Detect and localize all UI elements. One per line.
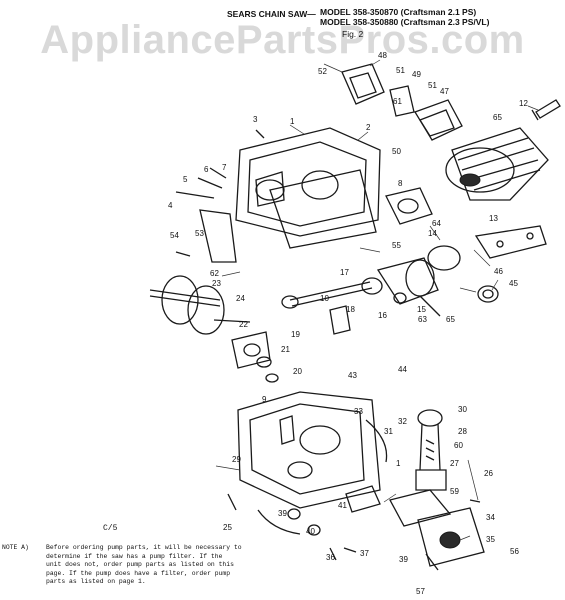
callout-number: 32 (398, 417, 407, 426)
model-line-1: MODEL 358-350870 (Craftsman 2.1 PS) (320, 7, 477, 17)
callout-number: 39 (278, 509, 287, 518)
callout-number: 55 (392, 241, 401, 250)
model-line-2: MODEL 358-350880 (Craftsman 2.3 PS/VL) (320, 17, 490, 27)
callout-number: 41 (338, 501, 347, 510)
callout-number: 22 (239, 320, 248, 329)
callout-number: 46 (494, 267, 503, 276)
callout-number: 61 (393, 97, 402, 106)
callout-number: 65 (493, 113, 502, 122)
piston-rod (281, 245, 499, 317)
seals (231, 331, 279, 383)
callout-number: 35 (486, 535, 495, 544)
callout-number: 13 (489, 214, 498, 223)
callout-number: 10 (320, 294, 329, 303)
callout-number: 7 (222, 163, 227, 172)
callout-number: 53 (195, 229, 204, 238)
callout-number: 1 (290, 117, 295, 126)
note-line: unit does not, order pump parts as liste… (46, 561, 234, 569)
intake-plate (474, 225, 547, 259)
figure-label: Fig. 2 (342, 29, 364, 39)
callout-number: 20 (293, 367, 302, 376)
callout-number: 4 (168, 201, 173, 210)
lower-left-parts (227, 485, 381, 561)
note-line: page. If the pump does have a filter, or… (46, 569, 231, 577)
callout-number: 33 (354, 407, 363, 416)
leader-lines (215, 59, 539, 541)
callout-number: 50 (392, 147, 401, 156)
callout-number: 39 (399, 555, 408, 564)
callout-number: 19 (291, 330, 300, 339)
callout-number: 59 (450, 487, 459, 496)
callout-number: 48 (378, 51, 387, 60)
lower-crankcase (237, 391, 381, 509)
note-line: determine if the saw has a pump filter. … (46, 552, 223, 560)
callout-number: 12 (519, 99, 528, 108)
callout-number: 6 (204, 165, 209, 174)
gasket (269, 169, 377, 249)
callout-number: 52 (318, 67, 327, 76)
oil-line (365, 419, 388, 463)
bracket (175, 209, 237, 263)
callout-number: 44 (398, 365, 407, 374)
spark-plug (531, 99, 561, 121)
callout-number: 40 (306, 527, 315, 536)
watermark-text: AppliancePartsPros.com (40, 18, 525, 62)
callout-number: 30 (458, 405, 467, 414)
callout-number: 36 (326, 553, 335, 562)
callout-number: 31 (384, 427, 393, 436)
callout-number: 29 (232, 455, 241, 464)
callout-number: 8 (398, 179, 403, 188)
callout-number: 28 (458, 427, 467, 436)
callout-number: 23 (212, 279, 221, 288)
callout-number: 62 (210, 269, 219, 278)
callout-number: 63 (418, 315, 427, 324)
callout-number: 16 (378, 311, 387, 320)
callout-number: 14 (428, 229, 437, 238)
oil-pump-parts (389, 409, 485, 571)
callout-number: 3 (253, 115, 258, 124)
page-code: C/5 (103, 524, 118, 533)
callout-number: 27 (450, 459, 459, 468)
callout-number: 26 (484, 469, 493, 478)
callout-number: 57 (416, 587, 425, 596)
cylinder (445, 127, 549, 201)
note-label: NOTE A) (2, 544, 29, 551)
callout-number: 25 (223, 523, 232, 532)
brand-label: SEARS CHAIN SAW— (227, 9, 316, 19)
callout-number: 51 (396, 66, 405, 75)
callout-number: 34 (486, 513, 495, 522)
callout-number: 9 (262, 395, 267, 404)
callout-number: 43 (348, 371, 357, 380)
bearing (329, 305, 351, 335)
note-line: parts as listed on page 1. (46, 578, 146, 586)
callout-number: 21 (281, 345, 290, 354)
callout-number: 60 (454, 441, 463, 450)
upper-crankcase (235, 127, 381, 237)
parts-note: NOTE A) Before ordering pump parts, it w… (2, 544, 332, 587)
callout-number: 51 (428, 81, 437, 90)
screws-left (175, 129, 265, 199)
callout-number: 18 (346, 305, 355, 314)
callout-number: 37 (360, 549, 369, 558)
callout-number: 49 (412, 70, 421, 79)
callout-number: 45 (509, 279, 518, 288)
callout-number: 54 (170, 231, 179, 240)
cylinder-gasket (385, 187, 433, 225)
callout-number: 2 (366, 123, 371, 132)
callout-number: 5 (183, 175, 188, 184)
callout-number: 17 (340, 268, 349, 277)
callout-number: 56 (510, 547, 519, 556)
callout-number: 24 (236, 294, 245, 303)
callout-number: 15 (417, 305, 426, 314)
callout-number: 64 (432, 219, 441, 228)
callout-number: 65 (446, 315, 455, 324)
shroud-assembly (341, 63, 463, 141)
callout-number: 47 (440, 87, 449, 96)
note-line: Before ordering pump parts, it will be n… (46, 544, 242, 551)
callout-number: 1 (396, 459, 401, 468)
crankshaft (149, 275, 251, 335)
